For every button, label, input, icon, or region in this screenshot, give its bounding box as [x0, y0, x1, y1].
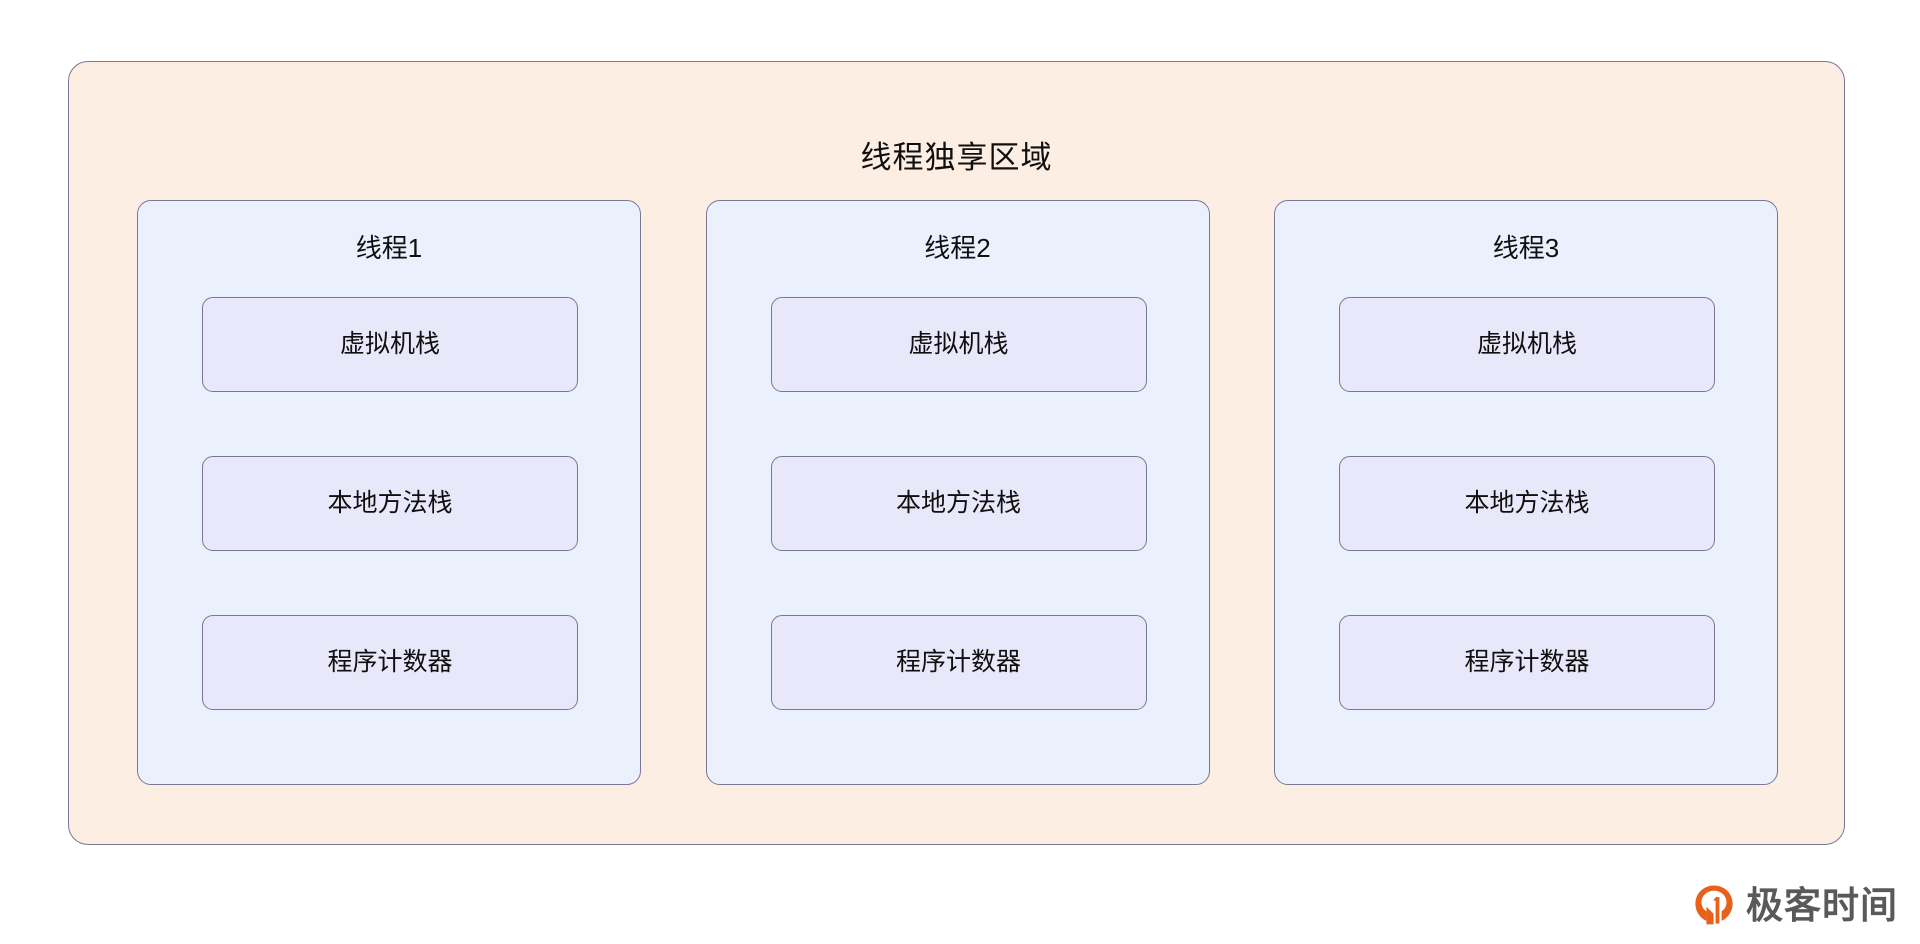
memory-box-label: 虚拟机栈: [1476, 330, 1577, 358]
thread-1-memory-boxes: 虚拟机栈 本地方法栈 程序计数器: [202, 297, 578, 710]
memory-box-label: 程序计数器: [1464, 648, 1590, 676]
thread-column-3: 线程3 虚拟机栈 本地方法栈 程序计数器: [1274, 200, 1778, 785]
memory-box-label: 虚拟机栈: [908, 330, 1009, 358]
thread-label-2: 线程2: [924, 233, 991, 263]
brand-name: 极客时间: [1746, 884, 1898, 926]
memory-box-native-method-stack-1: 本地方法栈: [202, 456, 578, 551]
brand-logo: 极客时间: [1693, 884, 1898, 926]
region-title: 线程独享区域: [860, 140, 1053, 175]
memory-box-label: 本地方法栈: [895, 489, 1021, 517]
thread-columns-row: 线程1 虚拟机栈 本地方法栈 程序计数器 线程2 虚拟机栈: [137, 200, 1778, 785]
geektime-logo-icon: [1693, 884, 1735, 926]
thread-column-2: 线程2 虚拟机栈 本地方法栈 程序计数器: [705, 200, 1210, 785]
memory-box-label: 本地方法栈: [1464, 489, 1590, 517]
memory-box-native-method-stack-3: 本地方法栈: [1339, 456, 1715, 551]
memory-box-native-method-stack-2: 本地方法栈: [770, 456, 1147, 551]
memory-box-label: 虚拟机栈: [339, 330, 440, 358]
memory-box-label: 本地方法栈: [327, 489, 453, 517]
thread-exclusive-region: 线程独享区域 线程1 虚拟机栈 本地方法栈 程序计数器 线程2 虚: [68, 61, 1845, 845]
memory-box-vm-stack-2: 虚拟机栈: [770, 297, 1147, 392]
memory-box-program-counter-1: 程序计数器: [202, 615, 578, 710]
memory-box-label: 程序计数器: [895, 648, 1021, 676]
thread-column-1: 线程1 虚拟机栈 本地方法栈 程序计数器: [137, 200, 641, 785]
thread-2-memory-boxes: 虚拟机栈 本地方法栈 程序计数器: [770, 297, 1147, 710]
memory-box-program-counter-2: 程序计数器: [770, 615, 1147, 710]
memory-box-vm-stack-1: 虚拟机栈: [202, 297, 578, 392]
memory-box-vm-stack-3: 虚拟机栈: [1339, 297, 1715, 392]
memory-box-label: 程序计数器: [327, 648, 453, 676]
thread-label-1: 线程1: [355, 233, 423, 263]
memory-box-program-counter-3: 程序计数器: [1339, 615, 1715, 710]
thread-3-memory-boxes: 虚拟机栈 本地方法栈 程序计数器: [1339, 297, 1715, 710]
thread-label-3: 线程3: [1492, 233, 1560, 263]
